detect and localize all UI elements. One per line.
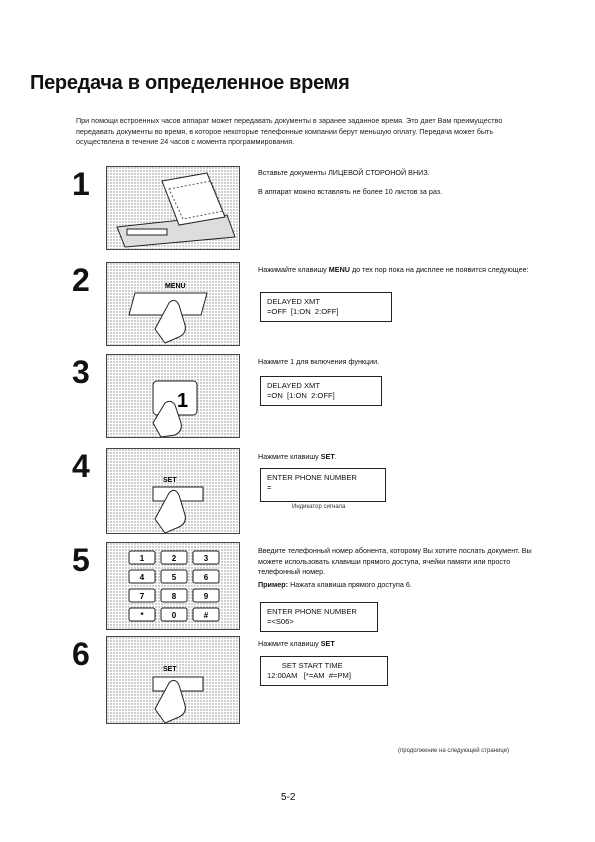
step-2-text-pre: Нажимайте клавишу <box>258 265 329 274</box>
keypad-key-label: # <box>204 611 209 620</box>
step-2-text-post: до тех пор пока на дисплее не появится с… <box>349 265 529 274</box>
keypad-key-label: 0 <box>172 611 177 620</box>
lcd-line: =<S06> <box>267 617 294 626</box>
step-4-text-pre: Нажмите клавишу <box>258 452 321 461</box>
keypad-key <box>192 569 220 584</box>
step-5-text: Введите телефонный номер абонента, котор… <box>258 546 533 590</box>
lcd-line: SET START TIME <box>267 661 343 670</box>
keypad-key <box>192 550 220 565</box>
step-4-text: Нажмите клавишу SET. <box>258 452 533 463</box>
step-1-number: 1 <box>72 166 90 202</box>
step-4-display: ENTER PHONE NUMBER = <box>260 468 386 502</box>
step-6-text: Нажмите клавишу SET <box>258 639 533 650</box>
page-number: 5-2 <box>281 792 296 803</box>
cursor-caption: Индикатор сигнала <box>292 504 346 510</box>
step-1-text: Вставьте документы ЛИЦЕВОЙ СТОРОНОЙ ВНИЗ… <box>258 168 533 197</box>
keypad-key <box>192 588 220 603</box>
set-key-label: SET <box>163 477 177 484</box>
step-5-description: Введите телефонный номер абонента, котор… <box>258 546 532 576</box>
keypad-key <box>160 550 188 565</box>
continued-note: (продолжение на следующей странице) <box>398 748 510 754</box>
keypad-key <box>160 588 188 603</box>
keypad-key <box>160 569 188 584</box>
keypad-key-label: 2 <box>172 554 177 563</box>
lcd-line: = <box>267 483 272 492</box>
lcd-line: 12:00AM [*=AM #=PM] <box>267 671 351 680</box>
example-label: Пример: <box>258 579 289 589</box>
lcd-line: DELAYED XMT <box>267 297 321 306</box>
step-4-number: 4 <box>72 448 90 484</box>
lcd-line: ENTER PHONE NUMBER <box>267 607 357 616</box>
step-1-line-2: В аппарат можно вставлять не более 10 ли… <box>258 186 443 196</box>
intro-paragraph: При помощи встроенных часов аппарат може… <box>76 116 503 146</box>
step-6-key: SET <box>320 639 335 648</box>
step-3-text: Нажмите 1 для включения функции. <box>258 357 380 366</box>
lcd-line: =ON [1:ON 2:OFF] <box>267 391 335 400</box>
example-text: Нажата клавиша прямого доступа 6. <box>288 579 412 589</box>
keypad-key <box>128 607 156 622</box>
step-1-line-1: Вставьте документы ЛИЦЕВОЙ СТОРОНОЙ ВНИЗ… <box>258 168 430 177</box>
step-6-text-pre: Нажмите клавишу <box>258 639 321 648</box>
step-4-key: SET <box>320 452 335 461</box>
lcd-line: DELAYED XMT <box>267 381 321 390</box>
keypad-key <box>128 550 156 565</box>
keypad-key-label: 8 <box>172 592 177 601</box>
step-6-display: SET START TIME 12:00AM [*=AM #=PM] <box>260 656 388 686</box>
lcd-line: ENTER PHONE NUMBER <box>267 473 357 482</box>
keypad-key <box>128 569 156 584</box>
step-2-illustration: MENU <box>106 262 240 346</box>
step-2-key: MENU <box>328 265 350 274</box>
step-3-illustration: 1 <box>106 354 240 438</box>
keypad-key <box>160 607 188 622</box>
lcd-line: =OFF [1:ON 2:OFF] <box>267 307 339 316</box>
keypad-key-label: 5 <box>172 573 177 582</box>
step-4-text-post: . <box>334 452 337 461</box>
step-3-number: 3 <box>72 354 90 390</box>
step-6-illustration: SET <box>106 636 240 724</box>
step-2-display: DELAYED XMT =OFF [1:ON 2:OFF] <box>260 292 392 322</box>
step-6-number: 6 <box>72 636 90 672</box>
page-title: Передача в определенное время <box>30 72 350 94</box>
keypad-key-label: * <box>140 611 144 620</box>
step-1-illustration <box>106 166 240 250</box>
keypad-key-label: 4 <box>140 573 145 582</box>
step-3-display: DELAYED XMT =ON [1:ON 2:OFF] <box>260 376 382 406</box>
key-1-label: 1 <box>177 390 188 412</box>
step-2-text: Нажимайте клавишу MENU до тех пор пока н… <box>258 265 533 276</box>
keypad-key <box>128 588 156 603</box>
keypad-key-label: 7 <box>140 592 145 601</box>
keypad-key-label: 9 <box>204 592 209 601</box>
menu-key-label: MENU <box>165 283 186 290</box>
step-2-number: 2 <box>72 262 90 298</box>
keypad-key-label: 6 <box>204 573 209 582</box>
set-key-label: SET <box>163 666 177 673</box>
keypad-key-label: 3 <box>204 554 209 563</box>
keypad-key <box>192 607 220 622</box>
step-5-number: 5 <box>72 542 90 578</box>
keypad-key-label: 1 <box>140 554 145 563</box>
step-5-keypad-illustration: 1 2 3 4 5 6 7 8 9 * 0 # <box>106 542 240 630</box>
step-4-illustration: SET <box>106 448 240 534</box>
step-5-display: ENTER PHONE NUMBER =<S06> <box>260 602 378 632</box>
